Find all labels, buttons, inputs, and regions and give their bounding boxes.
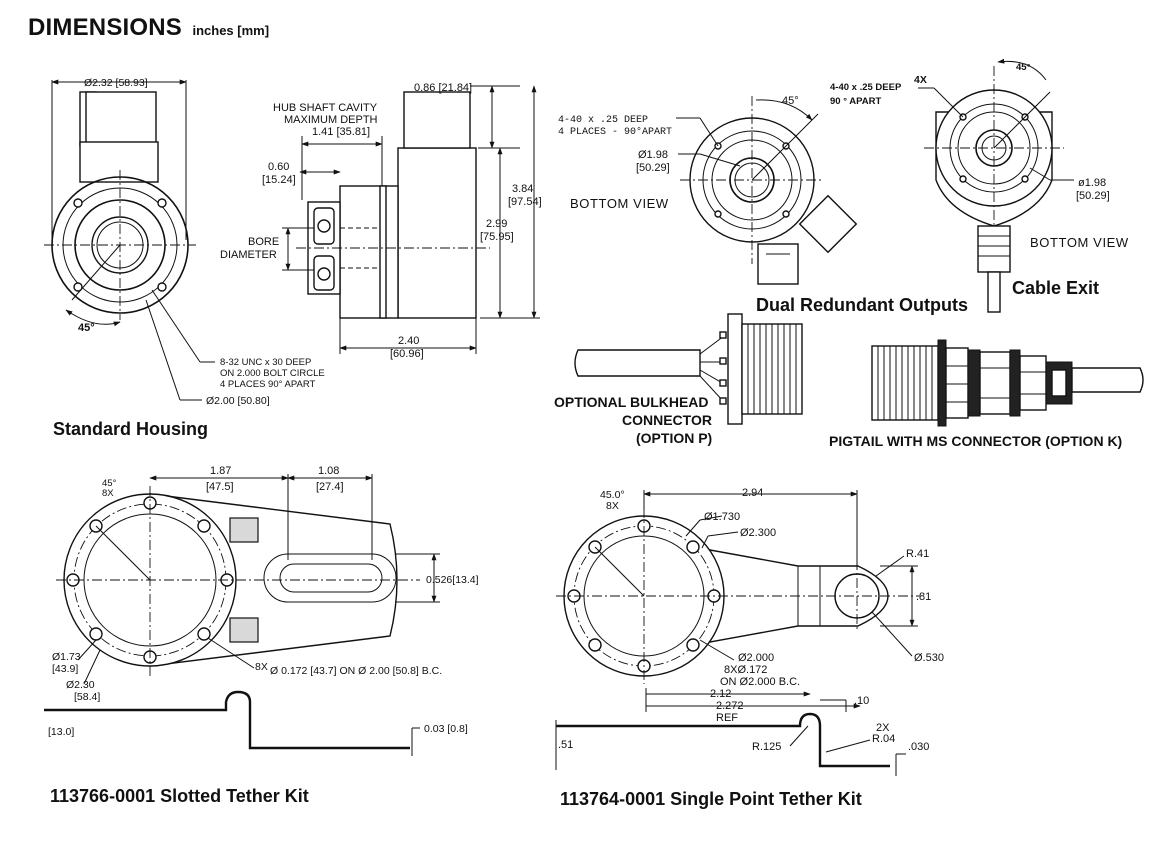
single-dim-030: .030 — [908, 741, 929, 753]
dual-note-2: 4 PLACES - 90°APART — [558, 126, 672, 138]
std-dim-299-b: [75.95] — [480, 231, 514, 243]
single-dia-1730: Ø1.730 — [704, 511, 740, 523]
slot-dim-130: [13.0] — [48, 726, 74, 738]
single-dia-530: Ø.530 — [914, 652, 944, 664]
std-note-1: 8-32 UNC x 30 DEEP — [220, 357, 311, 368]
std-note-3: 4 PLACES 90° APART — [220, 379, 316, 390]
std-dia-bc-label: Ø2.00 [50.80] — [206, 395, 270, 407]
cable-bottom-view: BOTTOM VIEW — [1030, 235, 1129, 250]
slot-dim-003: 0.03 [0.8] — [424, 723, 468, 735]
slot-dim-187-b: [47.5] — [206, 481, 234, 493]
slot-holes: Ø 0.172 [43.7] ON Ø 2.00 [50.8] B.C. — [270, 665, 442, 677]
standard-housing-side-view — [282, 85, 540, 354]
cable-note-x: 4X — [914, 74, 927, 86]
slot-angle-a: 45° — [102, 478, 117, 489]
single-angle-a: 45.0° — [600, 489, 625, 501]
single-point-tether-drawing — [555, 490, 920, 776]
single-dim-212: 2.12 — [710, 688, 731, 700]
slotted-tether-drawing — [44, 474, 440, 756]
dual-bottom-view: BOTTOM VIEW — [570, 196, 669, 211]
single-kit-caption: 113764-0001 Single Point Tether Kit — [560, 789, 862, 809]
cable-exit-caption: Cable Exit — [1012, 278, 1099, 298]
dual-dia-b: [50.29] — [636, 162, 670, 174]
cable-exit-bottom-view — [918, 58, 1074, 313]
standard-housing-caption: Standard Housing — [53, 419, 208, 439]
dual-angle: 45° — [782, 95, 799, 107]
pigtail-caption: PIGTAIL WITH MS CONNECTOR (OPTION K) — [829, 433, 1122, 449]
std-dim-060-b: [15.24] — [262, 174, 296, 186]
std-dim-086: 0.86 [21.84] — [414, 82, 472, 94]
std-dim-384-a: 3.84 — [512, 183, 533, 195]
single-dia-2300: Ø2.300 — [740, 527, 776, 539]
page-title: DIMENSIONS — [28, 14, 183, 41]
slot-dim-108-b: [27.4] — [316, 481, 344, 493]
single-r41: R.41 — [906, 548, 929, 560]
std-bore-2: DIAMETER — [220, 249, 277, 261]
slot-angle-b: 8X — [102, 488, 114, 499]
single-r125: R.125 — [752, 741, 781, 753]
section-header: DIMENSIONS inches [mm] — [28, 14, 269, 42]
std-dim-384-b: [97.54] — [508, 196, 542, 208]
single-dim-294: 2.94 — [742, 487, 763, 499]
single-holes-1: 8XØ.172 — [724, 664, 767, 676]
slot-dim-187-a: 1.87 — [210, 465, 231, 477]
dual-outputs-bottom-view — [676, 96, 858, 285]
dual-note-1: 4-40 x .25 DEEP — [558, 115, 648, 126]
slot-dia-173-b: [43.9] — [52, 663, 78, 675]
std-note-2: ON 2.000 BOLT CIRCLE — [220, 368, 325, 379]
single-r04: R.04 — [872, 733, 895, 745]
bulkhead-caption-3: (OPTION P) — [636, 430, 712, 446]
single-holes-2: ON Ø2.000 B.C. — [720, 676, 800, 688]
bulkhead-caption-1: OPTIONAL BULKHEAD — [554, 394, 709, 410]
slot-dia-230-b: [58.4] — [74, 691, 100, 703]
std-angle-label: 45° — [78, 322, 95, 334]
single-dim-2272: 2.272 — [716, 700, 744, 712]
slot-dia-173-a: Ø1.73 — [52, 651, 81, 663]
cable-angle: 45° — [1016, 62, 1031, 73]
std-dim-240-a: 2.40 — [398, 335, 419, 347]
single-dim-10: .10 — [854, 695, 869, 707]
slot-dim-0526: 0.526[13.4] — [426, 574, 479, 586]
std-hub-title-1: HUB SHAFT CAVITY — [273, 102, 378, 114]
dual-dia-a: Ø1.98 — [638, 149, 668, 161]
cable-note-1: 4-40 x .25 DEEP — [830, 82, 902, 93]
std-dim-060-a: 0.60 — [268, 161, 289, 173]
bulkhead-connector-drawing — [574, 313, 803, 425]
cable-dia-b: [50.29] — [1076, 190, 1110, 202]
std-dia-top-label: Ø2.32 [58.93] — [84, 77, 148, 89]
single-r04-x: 2X — [876, 722, 890, 734]
slot-holes-x: 8X — [255, 661, 268, 673]
slot-dim-108-a: 1.08 — [318, 465, 339, 477]
std-hub-title-2: MAXIMUM DEPTH — [284, 114, 378, 126]
slotted-kit-caption: 113766-0001 Slotted Tether Kit — [50, 786, 309, 806]
single-dim-51: .51 — [558, 739, 573, 751]
pigtail-ms-connector-drawing — [871, 339, 1144, 427]
std-dim-299-a: 2.99 — [486, 218, 507, 230]
bulkhead-caption-2: CONNECTOR — [622, 412, 712, 428]
std-hub-depth: 1.41 [35.81] — [312, 126, 370, 138]
single-dia-2000: Ø2.000 — [738, 652, 774, 664]
dual-outputs-caption: Dual Redundant Outputs — [756, 295, 968, 315]
cable-dia-a: ø1.98 — [1078, 177, 1106, 189]
units-label: inches [mm] — [192, 23, 270, 38]
std-dim-240-b: [60.96] — [390, 348, 424, 360]
cable-note-2: 90 ° APART — [830, 96, 882, 107]
slot-dia-230-a: Ø2.30 — [66, 679, 95, 691]
standard-housing-front-view — [44, 79, 215, 401]
single-dim-81: .81 — [916, 591, 931, 603]
single-ref: REF — [716, 712, 738, 724]
std-bore-1: BORE — [248, 236, 279, 248]
single-angle-b: 8X — [606, 500, 619, 512]
